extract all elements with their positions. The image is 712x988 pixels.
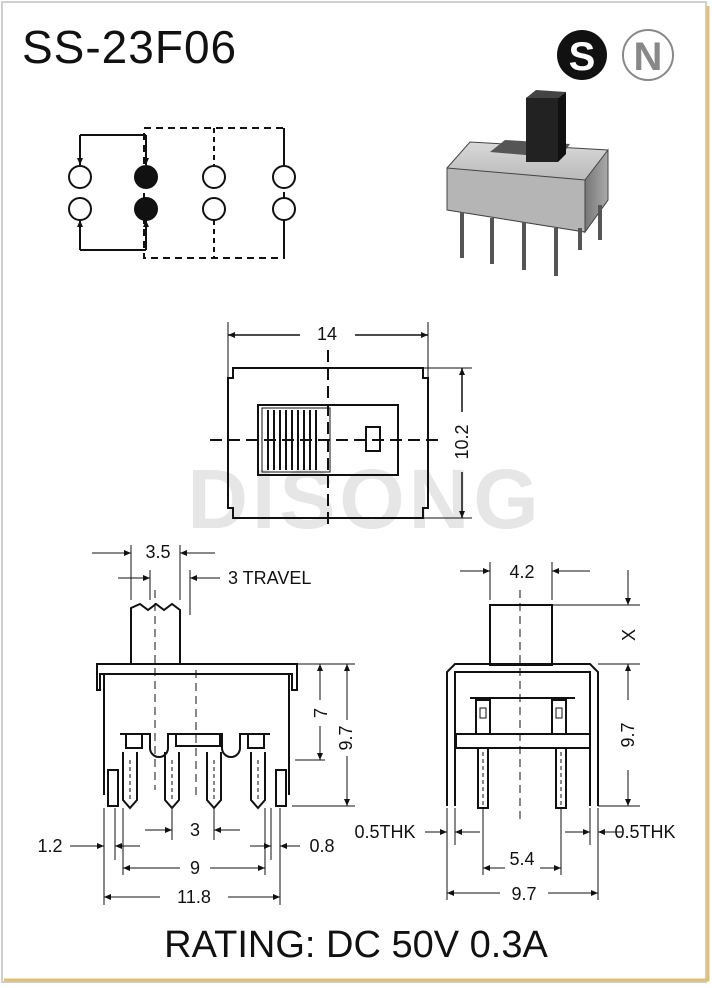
dim-thk-right: 0.5THK	[614, 822, 675, 842]
top-view	[210, 322, 472, 530]
dim-top-width: 14	[317, 324, 337, 344]
logo-n-letter: N	[634, 35, 663, 79]
dim-top-height: 10.2	[452, 424, 472, 459]
dim-lever-width: 3.5	[145, 542, 170, 562]
rating-text: RATING: DC 50V 0.3A	[164, 924, 548, 966]
dim-pin-thk: 0.8	[309, 836, 334, 856]
dim-pin-width: 1.2	[37, 836, 62, 856]
dim-end-width: 9.7	[511, 884, 536, 904]
front-view	[70, 545, 355, 905]
part-number-title: SS-23F06	[22, 21, 238, 73]
end-view	[425, 562, 640, 900]
dim-body-height: 7	[311, 708, 331, 718]
page-shadow	[4, 6, 710, 982]
dim-travel: 3 TRAVEL	[228, 568, 311, 588]
dim-span: 9	[190, 858, 200, 878]
watermark-text: DISONG	[187, 452, 542, 546]
switch-schematic	[68, 127, 296, 259]
brand-logo: S N	[557, 29, 674, 81]
dim-pitch: 3	[190, 820, 200, 840]
dim-end-height: 9.7	[618, 722, 638, 747]
logo-s-letter: S	[569, 35, 596, 79]
dim-side-height: 9.7	[336, 725, 356, 750]
switch-product-image	[446, 90, 609, 276]
dim-x-label: X	[619, 629, 639, 641]
dim-pitch-5-4: 5.4	[509, 849, 534, 869]
dim-total-width: 11.8	[177, 887, 211, 907]
dim-lever-4-2: 4.2	[509, 562, 534, 582]
dim-thk-left: 0.5THK	[354, 822, 415, 842]
